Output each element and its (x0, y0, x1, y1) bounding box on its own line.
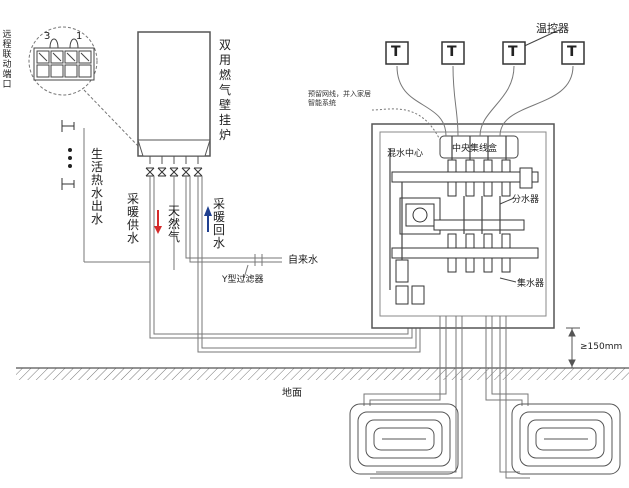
floor-pipes (363, 316, 530, 479)
height-dimension (566, 327, 580, 368)
boiler-unit (137, 31, 211, 164)
terminal-3-label: 3 (44, 31, 51, 42)
thermostat-2: T (447, 44, 457, 60)
thermostat-boxes (385, 41, 585, 65)
height-note-label: ≥150mm (580, 342, 623, 352)
central-box-label: 中央集线盒 (452, 144, 498, 154)
distributor-label: 分水器 (512, 195, 540, 205)
floor-heating-coil-right (511, 403, 621, 475)
heating-return-label: 采暖回水 (212, 197, 225, 250)
thermostat-wires (371, 29, 574, 141)
remote-port-terminal-icon (28, 26, 141, 149)
thermostat-4: T (567, 44, 577, 60)
boiler-valves (145, 167, 203, 177)
y-filter-label: Y型过滤器 (222, 275, 264, 285)
distribution-box (371, 123, 555, 329)
floor-heating-coil-left (349, 403, 459, 475)
shower-dots (68, 148, 72, 168)
tap-water-label: 自来水 (288, 255, 318, 266)
remote-port-label: 远程联动端口 (2, 30, 12, 90)
pipes (149, 176, 421, 353)
heating-supply-label: 采暖供水 (126, 192, 139, 245)
collector-label: 集水器 (517, 279, 545, 289)
natural-gas-label: 天然气 (167, 204, 180, 244)
terminal-1-label: 1 (76, 31, 83, 42)
hot-water-fixture-icon (61, 120, 150, 263)
thermostat-label: 温控器 (536, 22, 569, 35)
hot-water-out-label: 生活热水出水 (90, 147, 103, 226)
boiler-label: 双用燃气壁挂炉 (218, 38, 231, 142)
thermostat-1: T (391, 44, 401, 60)
ground-hatch (16, 367, 629, 380)
thermostat-3: T (508, 44, 518, 60)
mixing-center-label: 混水中心 (387, 149, 424, 159)
ground-label: 地面 (282, 388, 302, 399)
reserved-wire-note: 预留网线，并入家居智能系统 (308, 90, 371, 107)
